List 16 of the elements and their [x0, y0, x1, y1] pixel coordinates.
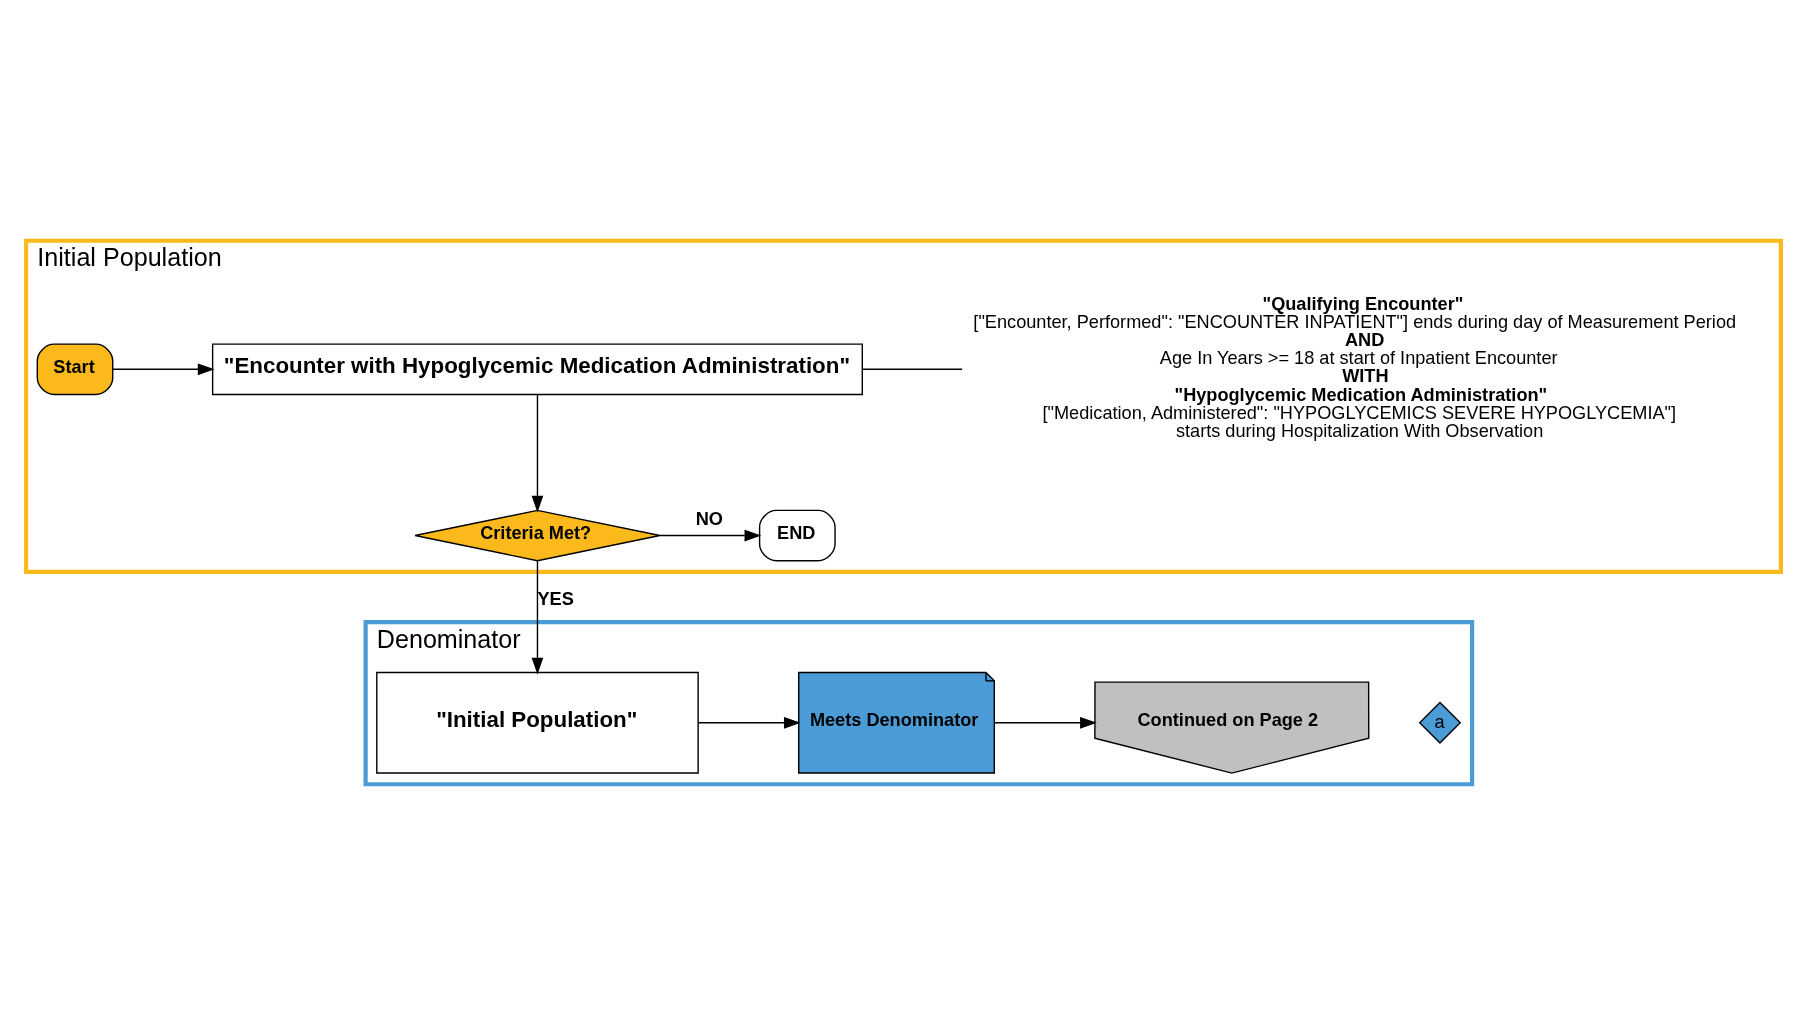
edge-label: NO — [695, 508, 723, 529]
node-box: "Initial Population" — [376, 671, 699, 774]
node-box: Start — [36, 343, 114, 396]
edge-label: YES — [537, 588, 574, 609]
node-diamond: a — [1418, 701, 1462, 744]
arrow — [531, 560, 544, 675]
node-box: END — [758, 509, 836, 562]
connector — [861, 368, 963, 370]
arrow — [112, 363, 215, 376]
arrow — [994, 716, 1097, 729]
node-diamond: Criteria Met? — [414, 509, 661, 562]
arrow — [697, 716, 801, 729]
node-text: "Qualifying Encounter" ["Encounter, Performed": "ENCOUNTER INPATIENT"] ends during day of Measurement Period AND Age In Years >= 18 at start of Inpatient Encounter WITH "Hypoglycemic Medication Administration" ["Medication, Administered": "HYPOGLYCEMICS SEVERE HYPOGLYCEMIA"] starts during Hospitalization With Observation — [973, 293, 1737, 441]
arrow — [659, 529, 762, 542]
arrow — [531, 393, 544, 513]
node-box: "Encounter with Hypoglycemic Medication Administration" — [211, 343, 863, 396]
